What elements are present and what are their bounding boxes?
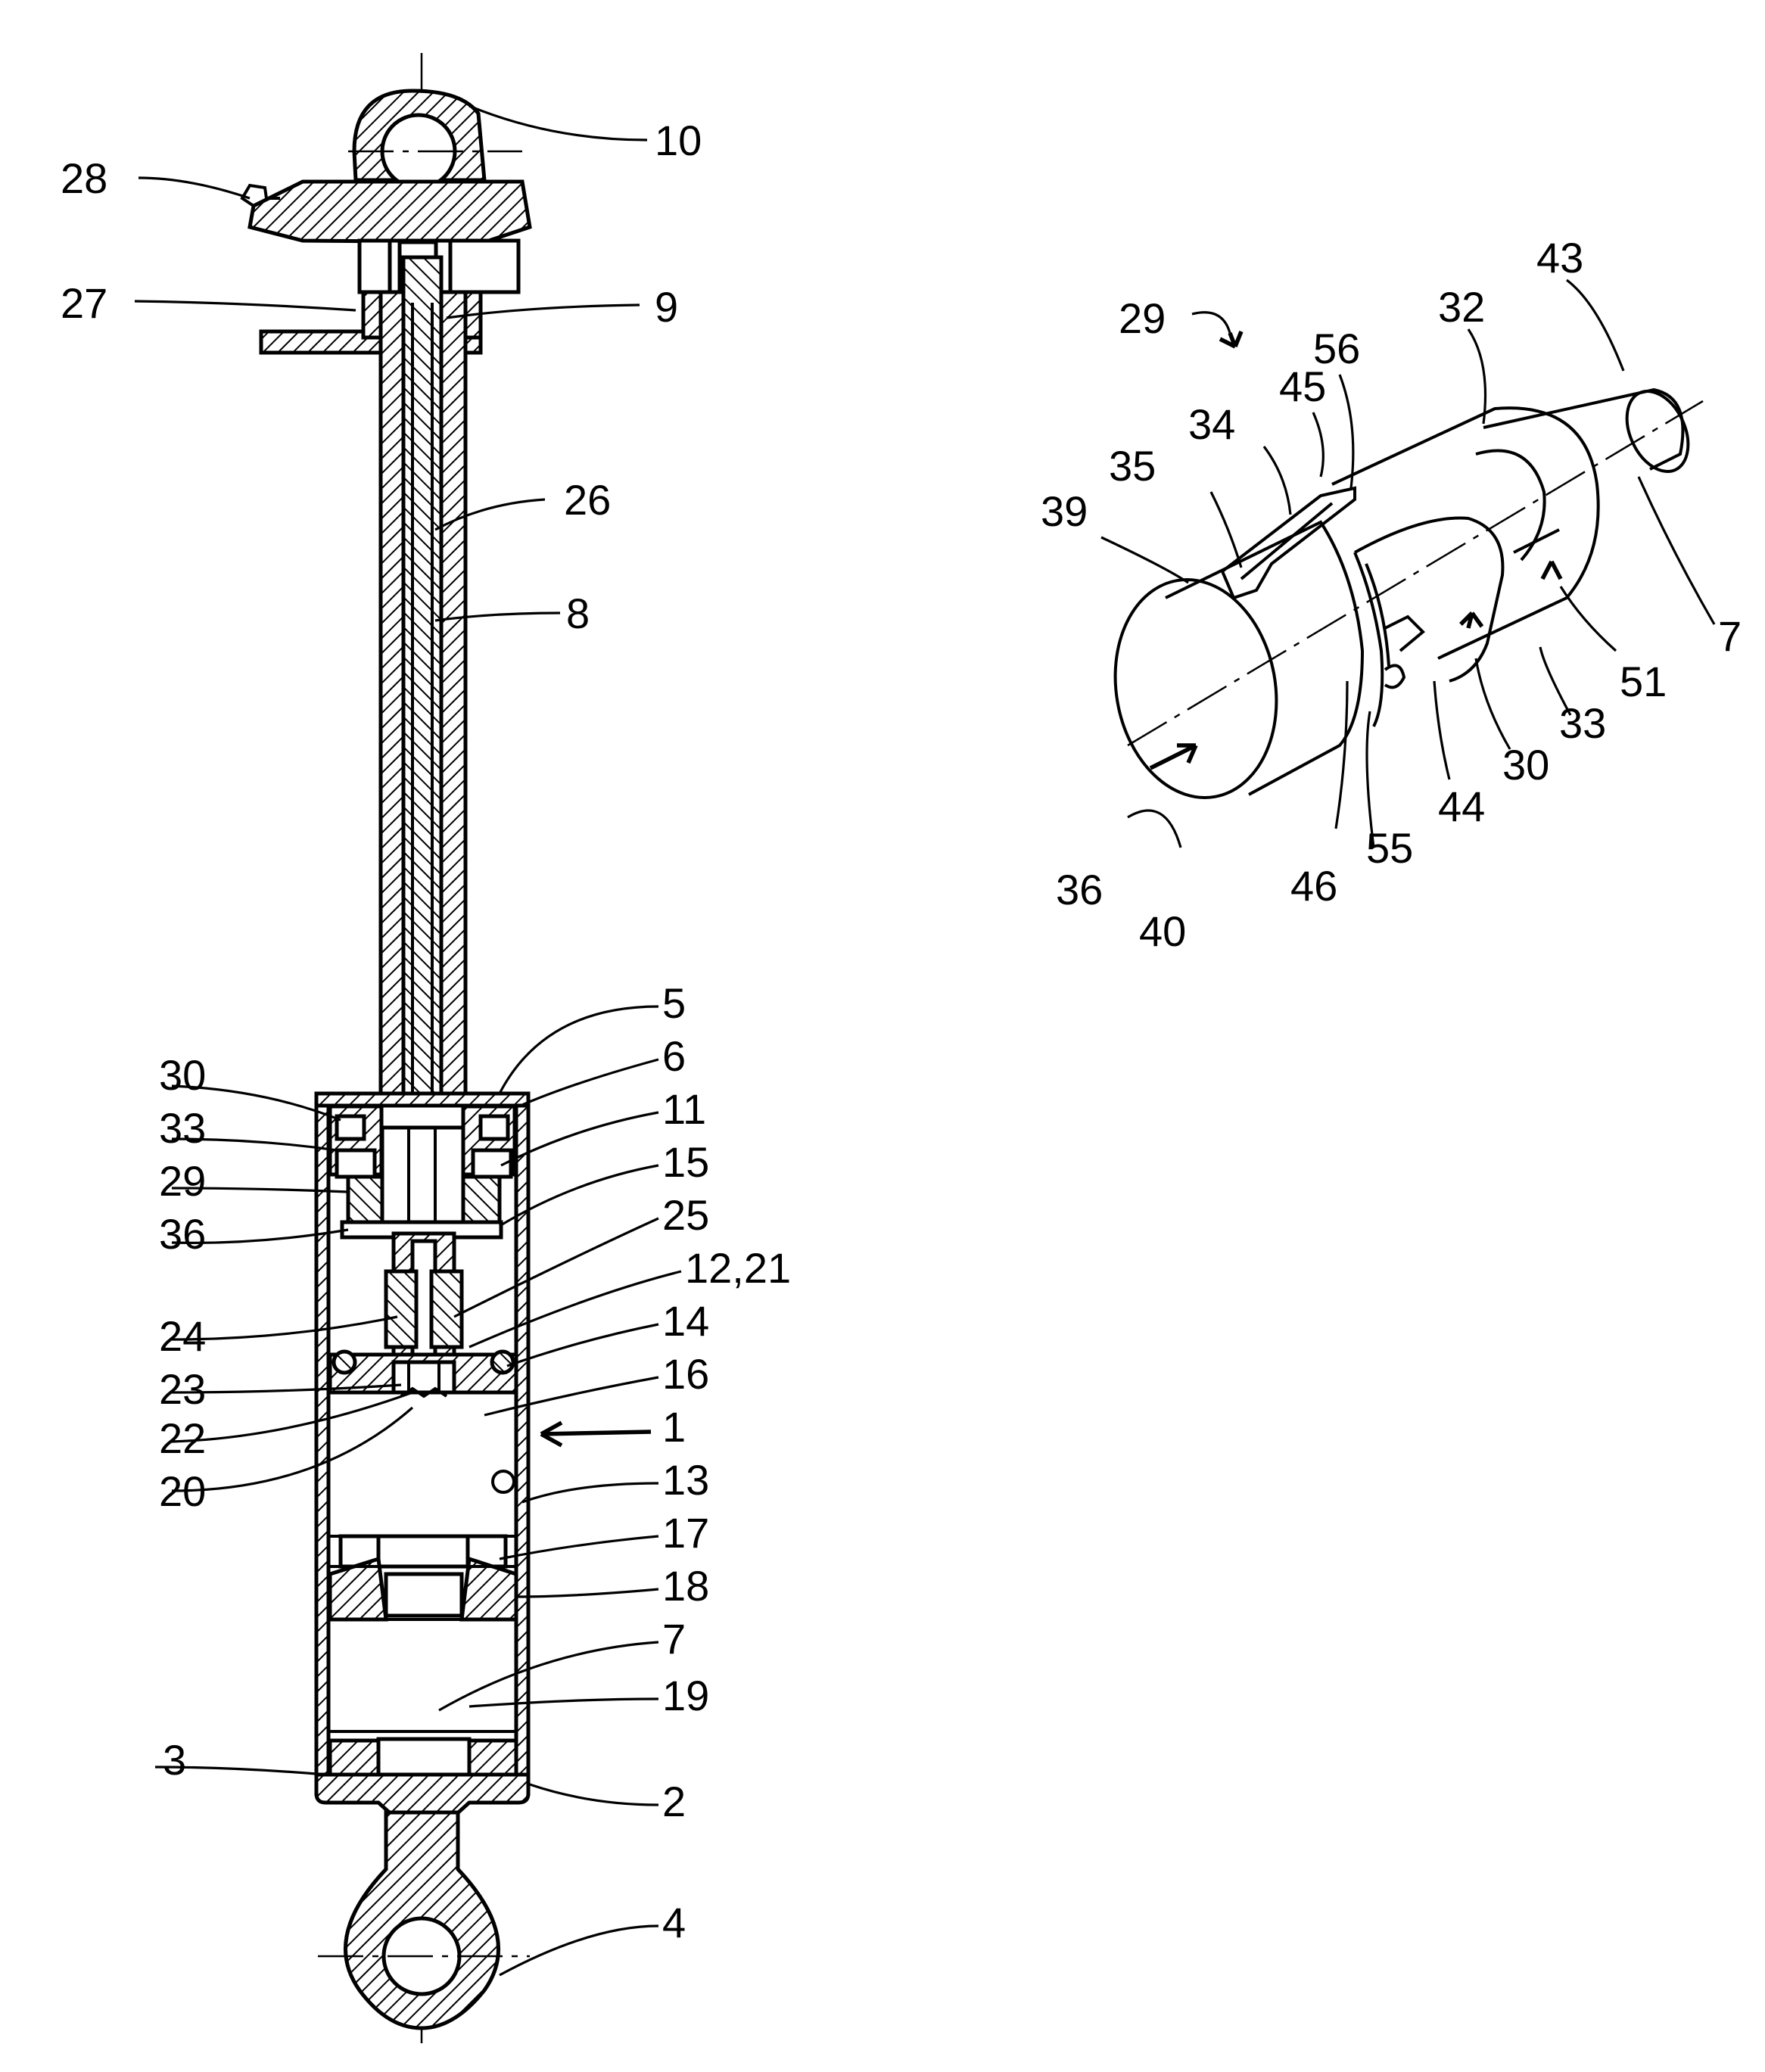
label-4: 4	[662, 1899, 686, 1946]
label-23: 23	[159, 1365, 206, 1413]
bracket-28	[242, 182, 530, 242]
front-face-36	[1098, 567, 1293, 810]
label-13: 13	[662, 1456, 709, 1504]
detail-label-45: 45	[1279, 362, 1326, 410]
detail-label-32: 32	[1438, 283, 1485, 331]
label-10: 10	[655, 117, 702, 164]
detail-label-43: 43	[1536, 234, 1583, 282]
seal-package	[330, 1106, 515, 1237]
label-3: 3	[163, 1736, 186, 1784]
label-8: 8	[566, 590, 590, 637]
label-5: 5	[662, 979, 686, 1027]
label-2: 2	[662, 1778, 686, 1825]
bottom-closure	[316, 1731, 528, 1816]
label-20: 20	[159, 1467, 206, 1515]
detail-label-40: 40	[1139, 907, 1186, 955]
top-eye-10	[348, 91, 522, 188]
detail-label-36: 36	[1056, 866, 1103, 913]
label-27: 27	[61, 279, 107, 327]
label-33-left: 33	[159, 1104, 206, 1152]
label-6: 6	[662, 1032, 686, 1080]
label-22: 22	[159, 1414, 206, 1462]
detail-label-7: 7	[1718, 612, 1742, 660]
label-17: 17	[662, 1509, 709, 1557]
detail-label-30: 30	[1502, 741, 1549, 789]
label-30-left: 30	[159, 1051, 206, 1099]
label-16: 16	[662, 1350, 709, 1398]
detail-label-29: 29	[1119, 294, 1166, 342]
left-label-group: 28 27 30 33 29 36 24 23 22 20 3	[61, 154, 206, 1784]
label-1: 1	[662, 1403, 686, 1451]
right-label-group: 10 9 26 8 5 6 11 15 25 12,21 14 16 1 13 …	[564, 117, 791, 1946]
leader-lines-detail	[1101, 280, 1714, 848]
label-18: 18	[662, 1562, 709, 1610]
shock-absorber-section	[242, 53, 530, 2043]
label-14: 14	[662, 1297, 709, 1345]
label-9: 9	[655, 283, 678, 331]
piston-rod-8	[381, 257, 465, 1146]
label-26: 26	[564, 476, 611, 524]
detail-label-39: 39	[1041, 487, 1088, 535]
label-36-left: 36	[159, 1210, 206, 1258]
label-12-21: 12,21	[685, 1244, 791, 1292]
label-7-left: 7	[662, 1615, 686, 1663]
label-11: 11	[662, 1085, 706, 1133]
label-28: 28	[61, 154, 107, 202]
detail-label-55: 55	[1366, 824, 1413, 872]
detail-label-35: 35	[1109, 442, 1156, 490]
detail-label-44: 44	[1438, 782, 1485, 830]
detail-label-34: 34	[1188, 400, 1235, 448]
label-29-left: 29	[159, 1157, 206, 1205]
detail-label-46: 46	[1290, 862, 1337, 910]
detail-label-51: 51	[1620, 658, 1667, 705]
label-25: 25	[662, 1191, 709, 1239]
label-24: 24	[159, 1312, 206, 1360]
bottom-eye-4	[318, 1812, 530, 2028]
floating-piston	[330, 1536, 516, 1619]
label-15: 15	[662, 1138, 709, 1186]
detail-label-33: 33	[1559, 699, 1606, 747]
label-19: 19	[662, 1672, 709, 1719]
